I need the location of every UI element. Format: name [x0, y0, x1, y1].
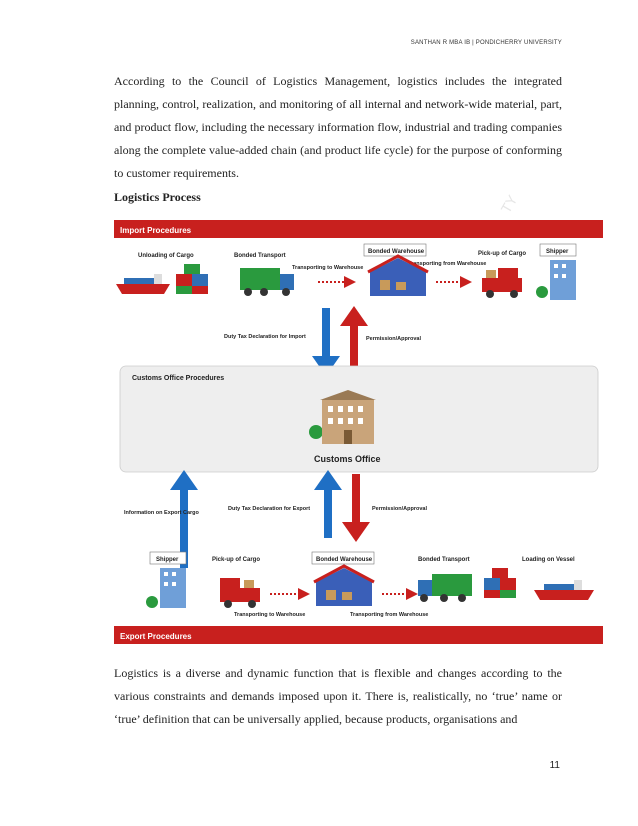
export-bonded-transport-label: Bonded Transport	[418, 557, 470, 563]
import-bonded-warehouse-label: Bonded Warehouse	[368, 249, 425, 255]
logistics-process-diagram: Import Procedures Unloading of Cargo Bon…	[114, 220, 603, 644]
permission-bottom-arrow	[342, 474, 370, 542]
export-loading-label: Loading on Vessel	[522, 557, 575, 563]
intro-paragraph: According to the Council of Logistics Ma…	[114, 74, 562, 180]
duty-export-arrow	[314, 470, 342, 538]
export-warehouse-icon	[313, 564, 375, 606]
export-bar-label: Export Procedures	[120, 632, 192, 641]
export-shipper-label: Shipper	[156, 557, 179, 563]
export-cargo-containers-icon	[484, 568, 516, 598]
import-shipper-box	[539, 243, 577, 257]
export-bar	[114, 626, 603, 644]
export-pickup-label: Pick-up of Cargo	[212, 557, 260, 563]
duty-import-label: Duty Tax Declaration for Import	[224, 334, 306, 340]
section-heading: Logistics Process	[114, 190, 201, 204]
red-pickup-truck-icon	[482, 268, 522, 298]
body-paragraph: Logistics is a diverse and dynamic funct…	[114, 666, 562, 726]
import-shipper-label: Shipper	[546, 249, 569, 255]
import-to-warehouse-label: Transporting to Warehouse	[292, 265, 363, 271]
export-shipper-box	[149, 551, 187, 565]
ship-icon	[116, 274, 170, 294]
export-ship-icon	[534, 580, 594, 600]
info-export-arrow	[170, 470, 198, 568]
shipper-building-icon	[536, 260, 576, 300]
import-bar-label: Import Procedures	[120, 226, 192, 235]
watermark: TY	[497, 192, 521, 216]
export-green-truck-icon	[418, 574, 472, 602]
export-shipper-building-icon	[146, 568, 186, 608]
export-to-warehouse-label: Transporting to Warehouse	[234, 612, 305, 618]
warehouse-icon	[367, 254, 429, 296]
import-unloading-label: Unloading of Cargo	[138, 253, 194, 259]
customs-office-building-icon	[309, 390, 376, 444]
customs-panel-label: Customs Office Procedures	[132, 375, 224, 382]
export-bonded-warehouse-label: Bonded Warehouse	[316, 557, 373, 563]
import-pickup-label: Pick-up of Cargo	[478, 251, 526, 257]
cargo-containers-icon	[176, 264, 208, 294]
permission-bottom-label: Permission/Approval	[372, 506, 427, 512]
info-export-label: Information on Export Cargo	[124, 510, 200, 516]
import-from-warehouse-label: Transporting from Warehouse	[408, 261, 486, 267]
import-bonded-transport-label: Bonded Transport	[234, 253, 286, 259]
export-bonded-warehouse-box	[311, 551, 375, 565]
customs-office-label: Customs Office	[314, 454, 381, 464]
page-number: 11	[549, 760, 560, 771]
duty-export-label: Duty Tax Declaration for Export	[228, 506, 310, 512]
export-red-pickup-truck-icon	[220, 578, 260, 608]
permission-top-label: Permission/Approval	[366, 336, 421, 342]
import-bar	[114, 220, 603, 238]
running-header: SANTHAN R MBA IB | PONDICHERRY UNIVERSIT…	[410, 40, 562, 46]
green-truck-icon	[240, 268, 294, 296]
permission-top-arrow	[340, 306, 368, 374]
export-from-warehouse-label: Transporting from Warehouse	[350, 612, 428, 618]
